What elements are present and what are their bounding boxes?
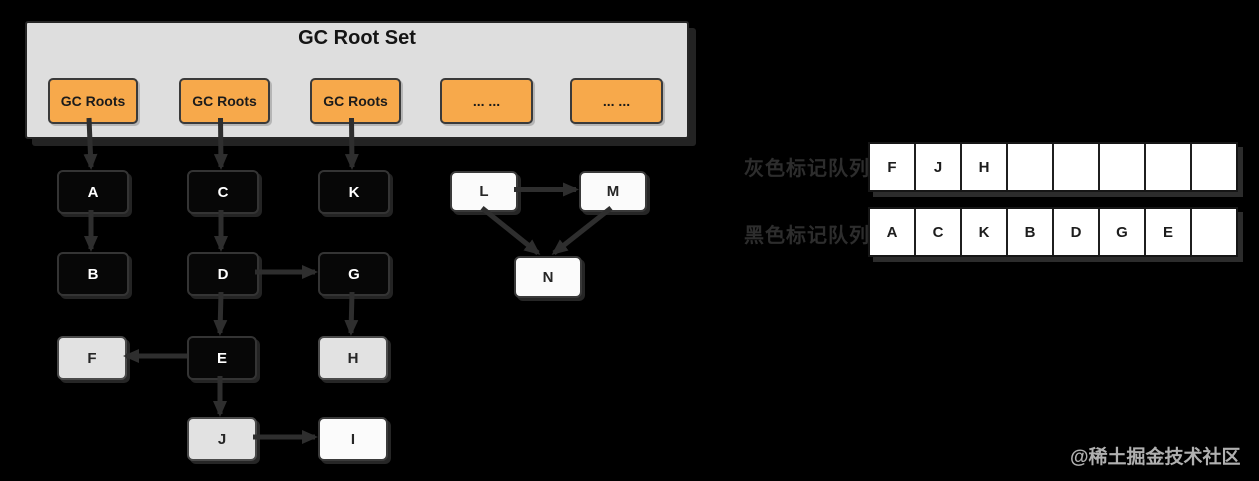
object-node-e: E <box>187 336 257 380</box>
black-set-label: 黑色标记队列 <box>744 225 870 247</box>
object-node-h: H <box>318 336 388 380</box>
object-node-n: N <box>514 256 582 298</box>
object-node-c: C <box>187 170 259 214</box>
gc-roots-box: GC Roots <box>48 78 138 124</box>
gc-roots-ellipsis-box: ... ... <box>440 78 533 124</box>
gc-roots-box: GC Roots <box>179 78 270 124</box>
object-node-k: K <box>318 170 390 214</box>
array-cell-empty <box>1144 144 1190 190</box>
array-cell-k: K <box>960 209 1006 255</box>
gray-queue-label: 灰色标记队列 <box>744 158 870 180</box>
array-cell-c: C <box>914 209 960 255</box>
object-node-b: B <box>57 252 129 296</box>
gc-roots-box: GC Roots <box>310 78 401 124</box>
object-node-m: M <box>579 171 647 212</box>
edge-m-to-n <box>551 206 613 255</box>
array-cell-j: J <box>914 144 960 190</box>
object-node-g: G <box>318 252 390 296</box>
object-node-a: A <box>57 170 129 214</box>
array-cell-f: F <box>870 144 914 190</box>
gc-root-set-title: GC Root Set <box>298 27 416 49</box>
array-cell-d: D <box>1052 209 1098 255</box>
array-cell-empty <box>1052 144 1098 190</box>
array-cell-g: G <box>1098 209 1144 255</box>
array-cell-empty <box>1190 144 1236 190</box>
gc-root-set-panel: GC Root Set GC Roots GC Roots GC Roots ... … <box>25 21 689 139</box>
object-node-d: D <box>187 252 259 296</box>
array-cell-empty <box>1098 144 1144 190</box>
array-cell-e: E <box>1144 209 1190 255</box>
object-node-i: I <box>318 417 388 461</box>
edge-d-to-e <box>213 291 228 336</box>
object-node-l: L <box>450 171 518 212</box>
array-cell-empty <box>1190 209 1236 255</box>
edge-l-to-n <box>480 206 541 255</box>
array-cell-h: H <box>960 144 1006 190</box>
gc-roots-ellipsis-box: ... ... <box>570 78 663 124</box>
object-node-j: J <box>187 417 257 461</box>
array-cell-a: A <box>870 209 914 255</box>
object-node-f: F <box>57 336 127 380</box>
juejin-watermark: @稀土掘金技术社区 <box>1070 447 1241 468</box>
array-cell-empty <box>1006 144 1052 190</box>
edge-g-to-h <box>344 291 359 336</box>
array-cell-b: B <box>1006 209 1052 255</box>
